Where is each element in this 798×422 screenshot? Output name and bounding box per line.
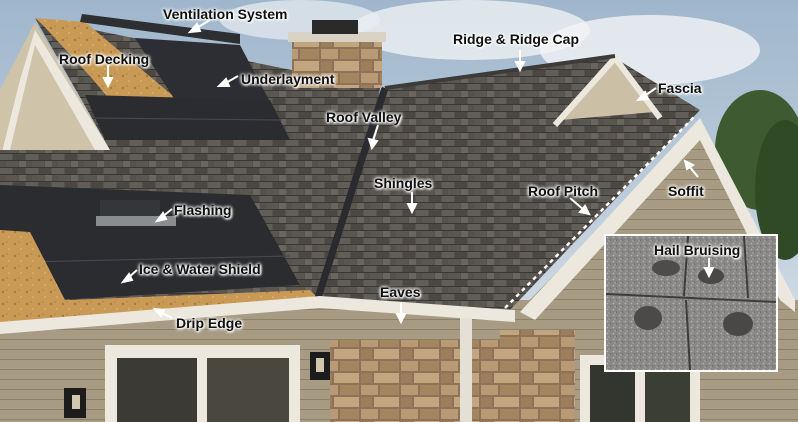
label-roof-decking: Roof Decking (59, 51, 150, 67)
label-soffit: Soffit (668, 183, 704, 199)
hail-bruising-inset (604, 234, 778, 372)
label-roof-pitch: Roof Pitch (528, 183, 598, 199)
label-ventilation-system: Ventilation System (163, 6, 288, 22)
label-flashing: Flashing (174, 202, 232, 218)
label-hail-bruising: Hail Bruising (654, 242, 741, 258)
label-underlayment: Underlayment (241, 71, 335, 87)
label-fascia: Fascia (658, 80, 702, 96)
label-ridge-ridge-cap: Ridge & Ridge Cap (453, 31, 580, 47)
label-ice-water-shield: Ice & Water Shield (139, 261, 261, 277)
label-drip-edge: Drip Edge (176, 315, 243, 331)
label-eaves: Eaves (380, 284, 421, 300)
label-shingles: Shingles (374, 175, 433, 191)
label-roof-valley: Roof Valley (326, 109, 402, 125)
